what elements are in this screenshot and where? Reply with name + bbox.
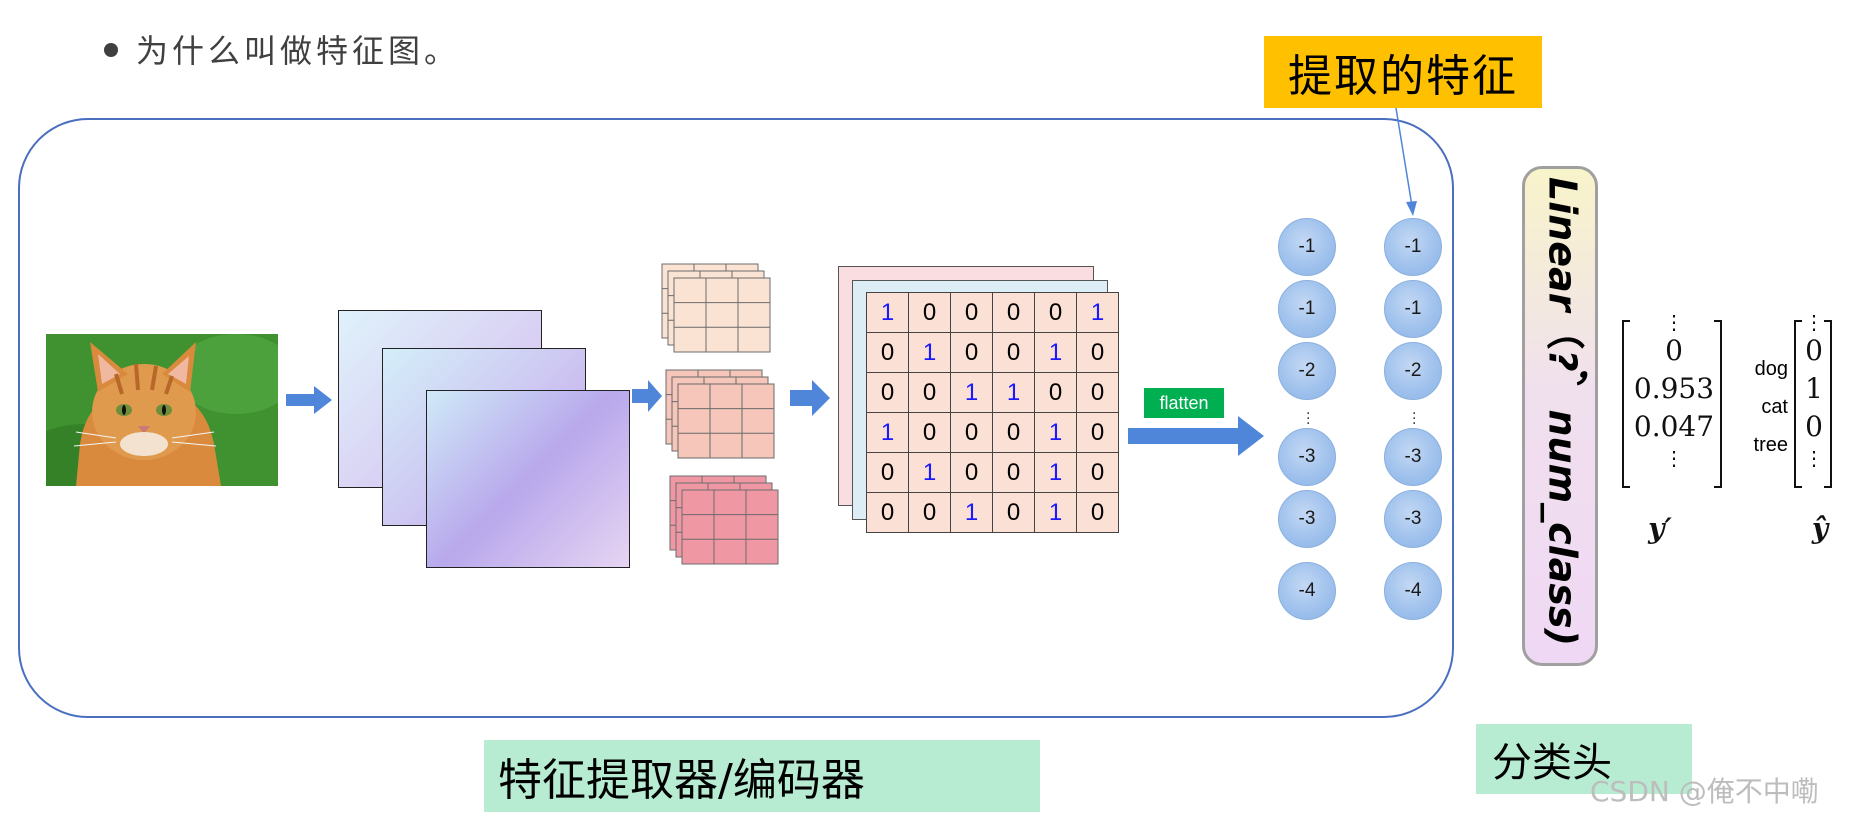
feature-map-cell: 0: [1076, 452, 1119, 493]
linear-layer-label: Linear（?，num_class): [1540, 177, 1585, 646]
ellipsis-icon: ···: [1306, 406, 1311, 432]
feature-map-cell: 0: [950, 412, 993, 453]
cat-illustration: [46, 334, 278, 486]
feature-map-cell: 0: [1076, 372, 1119, 413]
header-text: 为什么叫做特征图。: [136, 32, 461, 70]
feature-map-cell: 0: [908, 372, 951, 413]
feature-value-node: -1: [1384, 218, 1442, 276]
feature-map-cell: 0: [1076, 332, 1119, 373]
feature-map-cell: 1: [1034, 332, 1077, 373]
watermark: CSDN @俺不中嘞: [1590, 775, 1819, 808]
feature-map-cell: 0: [992, 332, 1035, 373]
feature-map-cell: 0: [950, 292, 993, 333]
ellipsis-icon: ···: [1412, 406, 1417, 432]
class-name-tree: tree: [1753, 434, 1788, 456]
target-symbol: ŷ: [1811, 512, 1829, 545]
feature-map-cell: 1: [950, 492, 993, 533]
class-name-dog: dog: [1754, 358, 1788, 380]
feature-map-cell: 1: [950, 372, 993, 413]
feature-map-cell: 0: [866, 332, 909, 373]
target-vector: ⋮ 0 1 0 ⋮: [1800, 312, 1828, 470]
classification-head-label: 分类头: [1476, 724, 1692, 794]
feature-extractor-container: [18, 118, 1454, 718]
feature-value-node: -1: [1278, 218, 1336, 276]
feature-map-cell: 0: [1076, 492, 1119, 533]
right-arrow-icon: [286, 386, 332, 414]
left-bracket-icon: [1794, 320, 1802, 488]
feature-map-cell: 1: [908, 452, 951, 493]
ellipsis-top: ⋮: [1804, 310, 1824, 334]
ellipsis-bottom: ⋮: [1664, 446, 1684, 470]
linear-layer-box: Linear（?，num_class): [1522, 166, 1598, 666]
feature-plane-3: [426, 390, 630, 568]
prediction-vector: ⋮ 0 0.953 0.047 ⋮: [1632, 312, 1716, 470]
right-bracket-icon: [1824, 320, 1832, 488]
pred-value-2: 0.047: [1633, 410, 1715, 443]
pred-value-1: 0.953: [1633, 372, 1715, 405]
header-bullet: 为什么叫做特征图。: [104, 26, 460, 72]
feature-value-node: -1: [1384, 280, 1442, 338]
bullet-dot-icon: [104, 43, 118, 57]
feature-map-cell: 0: [908, 292, 951, 333]
feature-map-cell: 0: [908, 492, 951, 533]
kernel-stacks: [661, 263, 779, 565]
feature-map-cell: 1: [992, 372, 1035, 413]
feature-value-node: -2: [1384, 342, 1442, 400]
target-value-0: 0: [1805, 334, 1823, 367]
feature-map-cell: 0: [950, 452, 993, 493]
feature-map-cell: 0: [1034, 292, 1077, 333]
flatten-arrow-icon: [1128, 416, 1264, 456]
right-bracket-icon: [1714, 320, 1722, 488]
feature-map-cell: 1: [908, 332, 951, 373]
feature-map-cell: 0: [908, 412, 951, 453]
prediction-symbol: y′: [1648, 512, 1672, 545]
feature-map-cell: 1: [1034, 412, 1077, 453]
flatten-label: flatten: [1144, 388, 1224, 418]
feature-map-cell: 0: [866, 372, 909, 413]
feature-map-cell: 0: [992, 452, 1035, 493]
feature-value-node: -3: [1384, 428, 1442, 486]
feature-map-cell: 0: [992, 492, 1035, 533]
pred-value-0: 0: [1665, 334, 1683, 367]
extracted-feature-callout: 提取的特征: [1264, 36, 1542, 108]
feature-map-cell: 0: [866, 492, 909, 533]
ellipsis-top: ⋮: [1664, 310, 1684, 334]
cat-photo: [46, 334, 278, 486]
feature-value-node: -3: [1384, 490, 1442, 548]
feature-value-node: -3: [1278, 490, 1336, 548]
ellipsis-bottom: ⋮: [1804, 446, 1824, 470]
class-name-cat: cat: [1761, 396, 1788, 418]
feature-value-node: -1: [1278, 280, 1336, 338]
feature-map-cell: 0: [992, 412, 1035, 453]
feature-map-cell: 1: [866, 412, 909, 453]
feature-map-cell: 1: [866, 292, 909, 333]
feature-map-cell: 1: [1034, 492, 1077, 533]
feature-map-cell: 0: [992, 292, 1035, 333]
right-arrow-icon: [632, 380, 662, 412]
target-value-1: 1: [1805, 372, 1823, 405]
callout-pointer-icon: [1395, 107, 1417, 216]
class-name-list: dog cat tree: [1738, 350, 1788, 464]
feature-value-node: -2: [1278, 342, 1336, 400]
target-value-2: 0: [1805, 410, 1823, 443]
feature-map-cell: 0: [950, 332, 993, 373]
feature-value-node: -4: [1278, 562, 1336, 620]
feature-value-node: -3: [1278, 428, 1336, 486]
right-arrow-icon: [790, 380, 830, 416]
feature-map-cell: 0: [1034, 372, 1077, 413]
feature-map-cell: 0: [866, 452, 909, 493]
left-bracket-icon: [1622, 320, 1630, 488]
feature-map-cell: 1: [1034, 452, 1077, 493]
feature-map-cell: 1: [1076, 292, 1119, 333]
encoder-label: 特征提取器/编码器: [484, 740, 1040, 812]
feature-map-cell: 0: [1076, 412, 1119, 453]
feature-value-node: -4: [1384, 562, 1442, 620]
